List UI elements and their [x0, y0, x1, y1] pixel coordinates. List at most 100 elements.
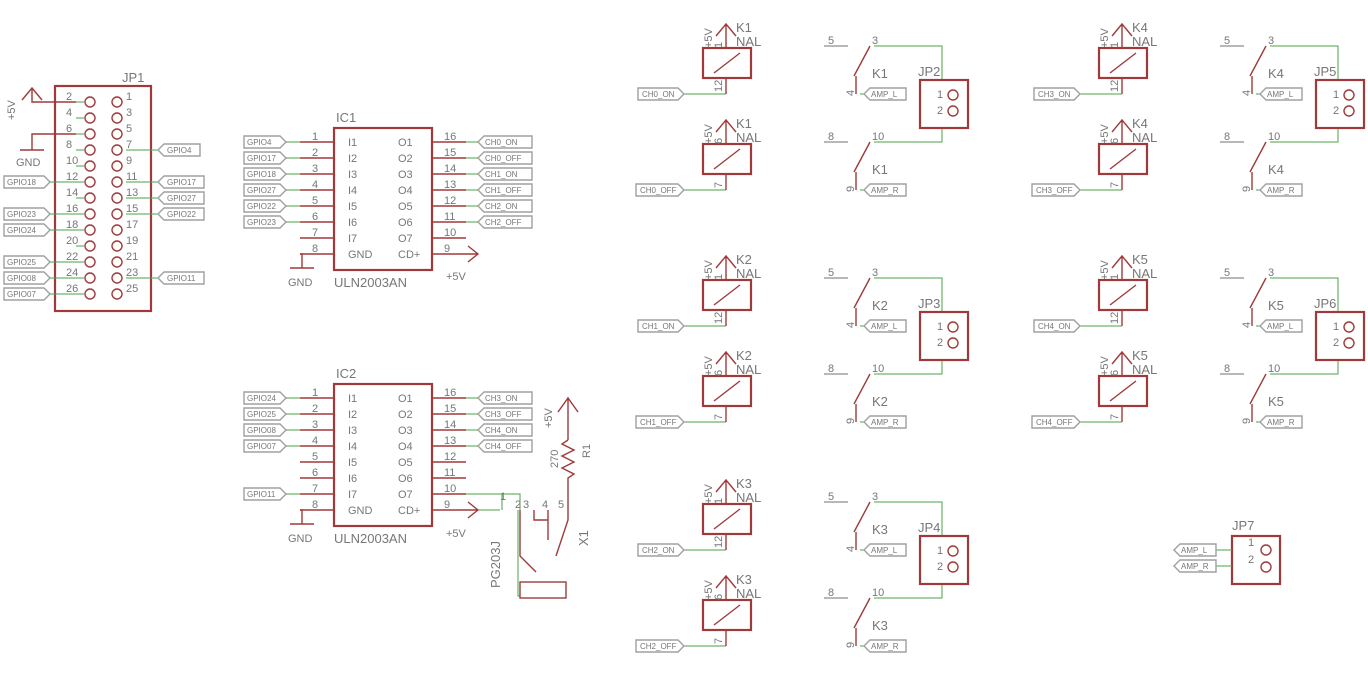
net-flag: CH0_OFF — [485, 154, 522, 163]
relay-text: +5V — [1099, 259, 1111, 280]
uln-pin-number: 4 — [312, 435, 318, 447]
net-flag: CH4_ON — [1038, 322, 1071, 331]
ic2-jack-wire — [466, 493, 503, 511]
relay-text: 7 — [713, 414, 725, 420]
relay-text: NAL — [736, 130, 761, 145]
net-flag: GPIO18 — [247, 170, 276, 179]
net-flag: CH1_ON — [485, 170, 518, 179]
jp1-vcc-label: +5V — [6, 99, 18, 120]
relay-text: 1 — [937, 321, 943, 333]
jp7-body — [1230, 534, 1282, 586]
ic2-input-nets: GPIO24 GPIO25 GPIO08 GPIO07 GPIO11 — [243, 391, 300, 501]
relay-text: K3 — [872, 618, 888, 633]
net-flag: AMP_L — [1267, 322, 1294, 331]
vcc-arrow-icon — [1111, 350, 1133, 376]
relay-text: K1 — [872, 162, 888, 177]
uln-pin-number: 13 — [444, 435, 456, 447]
uln-pin-name: GND — [348, 249, 373, 261]
jp1-pad — [84, 192, 96, 204]
relay-text: 9 — [845, 418, 857, 424]
uln-pin-name: I5 — [348, 457, 357, 469]
ic2-body — [332, 382, 434, 528]
jp1-pin-number: 19 — [126, 235, 138, 247]
jp1-pin-number: 26 — [66, 283, 78, 295]
relay-text: 7 — [713, 638, 725, 644]
uln-pin-name: O1 — [398, 393, 413, 405]
uln-pin-name: I7 — [348, 489, 357, 501]
uln-pin-number: 6 — [312, 211, 318, 223]
uln-pin-name: O7 — [398, 489, 413, 501]
uln-pin-number: 15 — [444, 403, 456, 415]
relay-text: NAL — [1132, 130, 1157, 145]
net-flag: AMP_R — [871, 186, 899, 195]
relay-text: 12 — [713, 80, 725, 92]
uln-pin-name: CD+ — [398, 249, 420, 261]
ic1-name: IC1 — [336, 110, 356, 125]
x1-pin: 4 — [542, 499, 548, 511]
jumper-pad — [947, 545, 959, 557]
relay-text: 12 — [1109, 312, 1121, 324]
net-flag: GPIO17 — [247, 154, 276, 163]
relay-text: 7 — [713, 182, 725, 188]
jumper-pad — [1343, 321, 1355, 333]
relay-text: 7 — [1109, 414, 1121, 420]
relay-text: 2 — [937, 105, 943, 117]
net-flag: AMP_R — [1267, 418, 1295, 427]
relay-text: 5 — [828, 491, 834, 503]
relay-text: +5V — [1099, 123, 1111, 144]
net-flag: GPIO22 — [167, 210, 196, 219]
relay-text: 5 — [828, 267, 834, 279]
jp1-pad — [84, 224, 96, 236]
relay-text: 8 — [1224, 363, 1230, 375]
net-flag: CH1_ON — [642, 322, 675, 331]
uln-pin-number: 9 — [444, 499, 450, 511]
relay-text: 9 — [1241, 186, 1253, 192]
jp1-pad — [84, 288, 96, 300]
vcc-arrow-icon — [466, 245, 480, 263]
relay-text: 4 — [845, 322, 857, 328]
x1-pin: 2 — [515, 499, 521, 511]
relay-text: K2 — [736, 252, 752, 267]
net-flag: CH2_ON — [485, 202, 518, 211]
relay-text: 6 — [713, 370, 725, 376]
relay-text: 4 — [845, 546, 857, 552]
net-flag: GPIO17 — [167, 178, 196, 187]
ic2-vcc-label: +5V — [446, 528, 467, 540]
jp1-pad — [111, 96, 123, 108]
jumper-pad — [947, 89, 959, 101]
relay-text: 4 — [1241, 90, 1253, 96]
jp1-pin-number: 13 — [126, 187, 138, 199]
jp1-pad — [111, 272, 123, 284]
relay-text: 2 — [937, 561, 943, 573]
ic2-gnd-label: GND — [288, 533, 313, 545]
relay-text: K2 — [736, 348, 752, 363]
relay-text: 10 — [872, 363, 884, 375]
uln-pin-name: O3 — [398, 425, 413, 437]
net-flag: CH4_ON — [485, 426, 518, 435]
uln-pin-name: I6 — [348, 473, 357, 485]
jp1-pin-number: 22 — [66, 251, 78, 263]
jumper-body — [918, 534, 970, 586]
jp1-right-nets: GPIO4 GPIO17 GPIO27 GPIO22 GPIO11 — [126, 143, 205, 285]
uln-pin-number: 12 — [444, 195, 456, 207]
uln-pin-name: I2 — [348, 409, 357, 421]
uln-pin-name: O2 — [398, 153, 413, 165]
relay-text: +5V — [1099, 355, 1111, 376]
net-flag: GPIO07 — [7, 290, 36, 299]
ic1-input-nets: GPIO4 GPIO17 GPIO18 GPIO27 GPIO22 GPIO23 — [243, 135, 300, 229]
relay-text: K4 — [1132, 20, 1148, 35]
x1-value: PG203J — [488, 541, 503, 588]
relay-text: K3 — [872, 522, 888, 537]
relay-text: 12 — [713, 536, 725, 548]
relay-text: 3 — [1268, 35, 1274, 47]
